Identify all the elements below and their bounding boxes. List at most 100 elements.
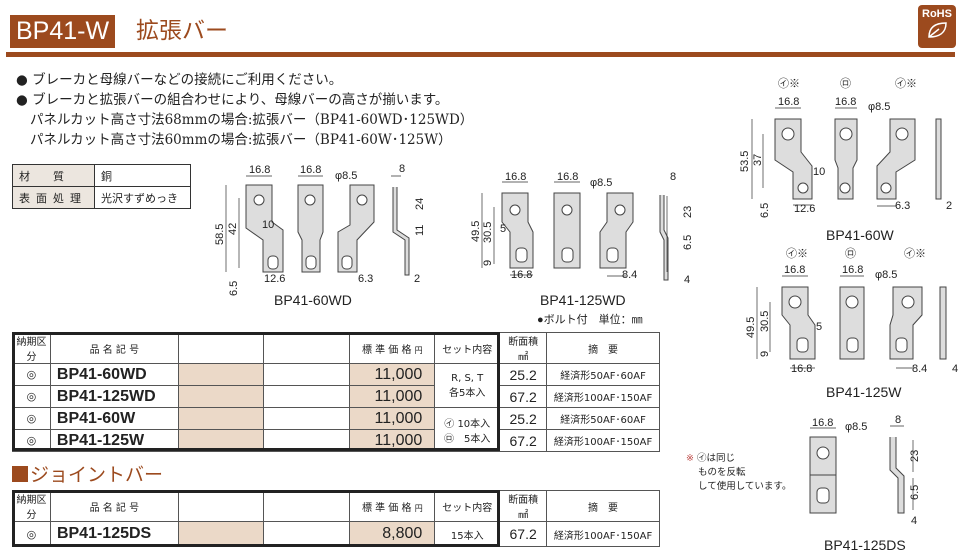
dim-label: 16.8	[778, 96, 799, 108]
dim-label: 24	[414, 198, 426, 210]
set-line: R, S, T	[451, 372, 484, 384]
variant-mark: ㋑※	[895, 77, 917, 90]
dim-label: 37	[752, 154, 764, 166]
dim-label: 6.5	[682, 235, 694, 250]
dim-label: 16.8	[505, 171, 526, 183]
dim-label: 8	[670, 171, 676, 183]
dim-label: 4	[911, 515, 917, 527]
bullet-4: パネルカット高さ寸法60mmの場合:拡張バー（BP41-60W･125W）	[30, 132, 452, 148]
dim-label: 2	[414, 273, 420, 285]
drawing-bp41-60w	[774, 118, 942, 200]
dim-label: 23	[682, 206, 694, 218]
dim-label: 6.5	[909, 485, 921, 500]
header-rule	[6, 52, 955, 57]
dim-label: 23	[909, 450, 921, 462]
blank-cell	[177, 385, 264, 408]
price-label: 標 準 価 格	[361, 502, 412, 514]
header-name: 品 名 記 号	[49, 332, 179, 364]
finish-value: 光沢すずめっき	[94, 186, 191, 209]
header-note: 摘 要	[546, 490, 660, 522]
variant-mark: ㋑※	[904, 247, 926, 260]
note-mark: ※	[686, 453, 694, 464]
drawing-bp41-125ds	[809, 436, 905, 514]
set-contents: R, S, T 各5本入	[434, 363, 501, 408]
price: 11,000	[349, 363, 436, 386]
dim-label: 53.5	[739, 151, 751, 172]
remarks: 経済形50AF･60AF	[546, 407, 660, 430]
rohs-label: RoHS	[922, 8, 952, 20]
dim-label: 5	[500, 223, 506, 235]
blank-cell	[177, 429, 264, 452]
dim-label: 12.6	[794, 203, 815, 215]
drawing-caption: BP41-60WD	[274, 292, 352, 308]
dim-label: 10	[262, 219, 274, 231]
yen-unit: 円	[414, 345, 423, 355]
dim-label: 6.3	[895, 200, 910, 212]
drawing-caption: BP41-125DS	[824, 537, 906, 553]
finish-label: 表面処理	[12, 186, 95, 209]
blank-cell	[262, 521, 351, 547]
set-line: ㋑ 10本入	[444, 418, 491, 430]
dim-label: 49.5	[745, 317, 757, 338]
header-note: 摘 要	[546, 332, 660, 364]
dim-label: φ8.5	[875, 269, 897, 281]
set-line: 各5本入	[449, 387, 486, 399]
dims-125ds: 16.8 φ8.5 8 23 6.5 4 BP41-125DS	[812, 414, 921, 553]
dim-label: 16.8	[300, 164, 321, 176]
yen-unit: 円	[414, 503, 423, 513]
dim-label: 6.5	[759, 203, 771, 218]
variant-mark: ㋑※	[786, 247, 808, 260]
dim-label: 16.8	[249, 164, 270, 176]
price: 11,000	[349, 385, 436, 408]
variant-mark: ㋺	[840, 77, 851, 90]
note-line-1: ㋑は同じ	[697, 453, 736, 464]
variant-mark: ㋺	[845, 247, 856, 260]
area-unit: ㎟	[518, 510, 529, 521]
dim-label: 11	[414, 225, 426, 236]
bolt-unit-note: ●ボルト付 単位：㎜	[537, 312, 643, 326]
note-line-2: ものを反転	[698, 467, 746, 478]
dim-label: φ8.5	[590, 177, 612, 189]
bullet-2: ● ブレーカと拡張バーの組合わせにより、母線バーの高さが揃います。	[16, 92, 449, 108]
remarks: 経済形100AF･150AF	[546, 521, 660, 547]
dim-label: 4	[952, 363, 958, 375]
dim-label: 16.8	[557, 171, 578, 183]
drawing-bp41-60wd	[245, 184, 410, 276]
bullet-3: パネルカット高さ寸法68mmの場合:拡張バー（BP41-60WD･125WD）	[30, 112, 474, 128]
joint-bar-title: ジョイントバー	[30, 464, 164, 486]
drawing-bp41-125wd	[501, 192, 669, 281]
drawing-caption: BP41-125W	[826, 384, 902, 400]
table-row: ◎ BP41-125W 11,000 67.2 経済形100AF･150AF	[12, 429, 660, 452]
model-badge: BP41-W	[10, 15, 116, 48]
product-name: BP41-125DS	[49, 521, 179, 547]
product-name: BP41-125WD	[49, 385, 179, 408]
drawing-bp41-125w	[781, 286, 947, 360]
dim-label: 12.6	[264, 273, 285, 285]
dim-label: 16.8	[842, 264, 863, 276]
dims-125wd: 16.8 16.8 φ8.5 8 49.5 30.5 5 9 16.8 8.4 …	[470, 171, 694, 326]
price-label: 標 準 価 格	[361, 344, 412, 356]
price: 11,000	[349, 429, 436, 452]
blank-cell	[177, 521, 264, 547]
dim-label: 8	[399, 163, 405, 175]
dim-label: φ8.5	[845, 421, 867, 433]
material-label: 材 質	[12, 164, 95, 187]
dim-label: 8.4	[622, 269, 637, 281]
dim-label: 2	[946, 200, 952, 212]
blank-cell	[177, 407, 264, 430]
leaf-icon	[928, 22, 947, 38]
remarks: 経済形100AF･150AF	[546, 429, 660, 452]
dims-60wd: 16.8 16.8 φ8.5 8 58.5 42 10 12.6 6.5 24 …	[214, 163, 426, 308]
dim-label: 8.4	[912, 363, 927, 375]
table-frame	[12, 490, 500, 547]
area-label: 断面積	[508, 495, 539, 506]
dim-label: 49.5	[470, 221, 482, 242]
header-price: 標 準 価 格 円	[349, 332, 436, 364]
product-name: BP41-60W	[49, 407, 179, 430]
drawing-caption: BP41-60W	[826, 227, 894, 243]
dim-label: 8	[895, 414, 901, 426]
dim-label: 6.5	[228, 281, 240, 296]
